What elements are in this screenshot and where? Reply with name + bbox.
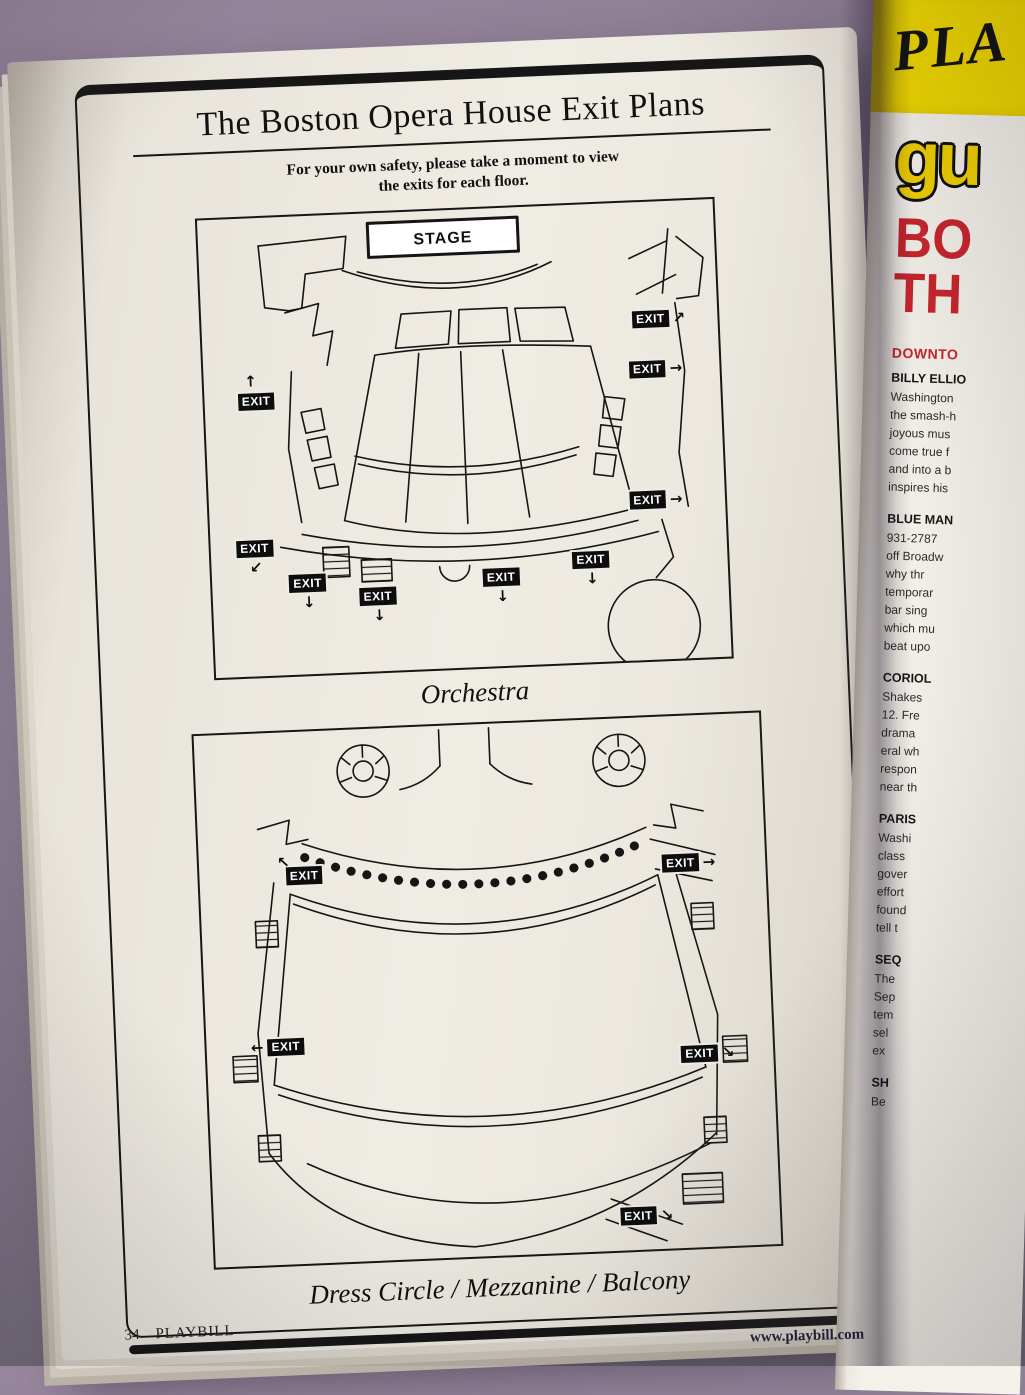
exit-badge: EXIT↓ xyxy=(482,567,520,605)
exit-arrow-icon: ← xyxy=(250,1038,264,1058)
exit-badge: EXIT↓ xyxy=(288,573,327,611)
article-title: PARIS xyxy=(878,811,917,827)
orchestra-diagram: STAGE EXIT↑EXIT↗EXIT→EXIT→EXIT↙EXIT↓EXIT… xyxy=(194,197,734,681)
page-number: 34 xyxy=(124,1326,140,1344)
article-line: tell t xyxy=(875,920,899,936)
exit-label: EXIT xyxy=(661,853,700,873)
article-title: BILLY ELLIO xyxy=(890,370,967,387)
article-title: CORIOL xyxy=(882,670,932,686)
headline-line: TH xyxy=(892,260,964,326)
exit-label: EXIT xyxy=(680,1044,719,1064)
diagram-2-exits: EXIT↖EXIT→EXIT←EXIT↘EXIT↘ xyxy=(194,713,782,1268)
exit-arrow-icon: → xyxy=(669,489,683,508)
headline-fragment: BO TH xyxy=(892,206,1025,326)
exit-badge: EXIT↘ xyxy=(680,1043,735,1064)
orchestra-plan-svg: STAGE xyxy=(257,215,704,673)
exit-arrow-icon: ↘ xyxy=(721,1042,735,1062)
article-title: BLUE MAN xyxy=(887,511,954,528)
left-page: The Boston Opera House Exit Plans For yo… xyxy=(7,26,911,1362)
article-line: ex xyxy=(872,1043,886,1058)
balcony-diagram: EXIT↖EXIT→EXIT←EXIT↘EXIT↘ xyxy=(191,710,784,1271)
section-heading-fragment: DOWNTO xyxy=(891,344,959,363)
exit-badge: EXIT↑ xyxy=(237,373,275,412)
article-fragment: SH Be xyxy=(871,1075,1025,1115)
exit-arrow-icon: ↗ xyxy=(672,308,686,327)
page-title: The Boston Opera House Exit Plans xyxy=(195,85,706,144)
exit-badge: EXIT↗ xyxy=(631,308,686,329)
exit-label: EXIT xyxy=(235,539,274,559)
article-line: Be xyxy=(870,1094,886,1109)
exit-badge: EXIT↙ xyxy=(235,539,274,577)
playbill-logo-fragment: PLA xyxy=(889,7,1011,84)
exit-arrow-icon: ↓ xyxy=(496,586,510,606)
exit-label: EXIT xyxy=(631,309,670,329)
diagram-1-exits: EXIT↑EXIT↗EXIT→EXIT→EXIT↙EXIT↓EXIT↓EXIT↓… xyxy=(197,199,732,678)
exit-label: EXIT xyxy=(628,490,667,510)
exit-arrow-icon: ↑ xyxy=(243,372,258,392)
exit-label: EXIT xyxy=(482,567,520,587)
guide-wordmark-fragment: gu xyxy=(894,115,981,202)
exit-arrow-icon: → xyxy=(702,852,716,871)
exit-plans-frame: The Boston Opera House Exit Plans For yo… xyxy=(74,54,877,1339)
exit-label: EXIT xyxy=(628,360,667,380)
exit-arrow-icon: ↓ xyxy=(372,605,387,625)
exit-badge: EXIT↓ xyxy=(572,550,610,588)
playbill-website: www.playbill.com xyxy=(749,1326,865,1346)
exit-badge: EXIT← xyxy=(251,1037,305,1057)
exit-badge: EXIT→ xyxy=(628,489,683,510)
exit-badge: EXIT↘ xyxy=(619,1205,674,1226)
exit-label: EXIT xyxy=(288,573,327,593)
exit-label: EXIT xyxy=(267,1037,305,1057)
article-title: SH xyxy=(871,1075,890,1090)
exit-arrow-icon: ↙ xyxy=(249,558,263,577)
exit-badge: EXIT→ xyxy=(661,852,716,873)
stage-label: STAGE xyxy=(413,229,473,248)
exit-arrow-icon: → xyxy=(669,358,683,378)
playbill-guide-cover: PLA xyxy=(870,0,1025,118)
exit-badge: EXIT↓ xyxy=(359,586,397,624)
article-line: inspires his xyxy=(887,479,949,496)
exit-arrow-icon: ↓ xyxy=(585,569,599,588)
exit-label: EXIT xyxy=(572,550,610,570)
exit-label: EXIT xyxy=(285,866,323,886)
exit-badge: EXIT→ xyxy=(628,359,683,380)
exit-label: EXIT xyxy=(359,586,397,606)
article-line: beat upo xyxy=(883,638,931,654)
article-title: SEQ xyxy=(874,952,902,968)
exit-label: EXIT xyxy=(619,1206,658,1226)
exit-badge: EXIT↖ xyxy=(277,853,323,886)
content-wrap: The Boston Opera House Exit Plans For yo… xyxy=(74,54,877,1355)
exit-arrow-icon: ↓ xyxy=(302,592,316,612)
exit-label: EXIT xyxy=(237,392,275,412)
article-line: near th xyxy=(879,779,918,795)
exit-arrow-icon: ↘ xyxy=(660,1205,674,1224)
playbill-brand: PLAYBILL xyxy=(155,1322,235,1343)
balcony-plan-svg xyxy=(232,727,749,1248)
exit-arrow-icon: ↖ xyxy=(276,852,291,872)
